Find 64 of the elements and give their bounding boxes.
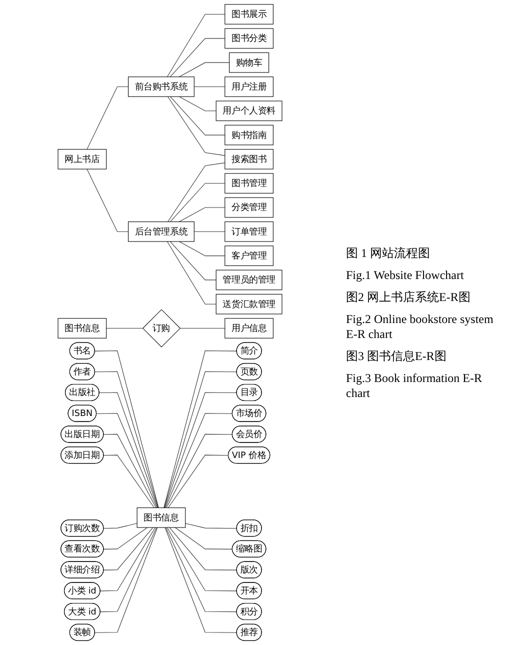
node-box: 图书信息	[58, 318, 107, 338]
figure-caption: Fig.3 Book information E-R chart	[346, 370, 483, 400]
connector	[96, 413, 158, 508]
node-box: 前台购书系统	[128, 76, 194, 97]
node-box: 分类管理	[224, 197, 274, 218]
node-box: 搜索图书	[224, 149, 274, 170]
figure-caption: 图 1 网站流程图	[346, 244, 431, 262]
connector	[86, 168, 129, 232]
connector	[166, 434, 233, 508]
connector	[168, 96, 226, 156]
node-box: 订单管理	[224, 222, 274, 242]
connector	[166, 241, 216, 304]
connector	[166, 527, 238, 612]
connector	[103, 527, 148, 550]
node-box: 管理员的管理	[216, 270, 282, 290]
connector	[86, 86, 129, 150]
connector	[100, 527, 156, 592]
node-box: 送货汇款管理	[216, 294, 282, 314]
connector	[168, 162, 226, 222]
connector	[164, 527, 238, 633]
connector	[94, 527, 158, 633]
connector	[103, 454, 155, 508]
connector	[166, 14, 226, 78]
connector	[166, 527, 238, 592]
connector	[164, 392, 238, 508]
connector	[178, 62, 230, 78]
connector	[103, 434, 156, 508]
node-box: 图书分类	[224, 28, 274, 49]
node-box: 用户注册	[224, 76, 274, 97]
node-box: 用户个人资料	[216, 100, 282, 122]
figure-caption: Fig.2 Online bookstore system E-R chart	[346, 312, 494, 342]
connector	[103, 523, 138, 529]
node-box: 购物车	[229, 52, 270, 73]
connector	[170, 183, 226, 222]
connector	[103, 527, 154, 570]
connector	[178, 241, 226, 256]
connector	[194, 86, 226, 87]
figure-caption: 图3 图书信息E-R图	[346, 348, 448, 364]
connector	[165, 413, 233, 508]
connector	[185, 523, 238, 529]
node-box: 网上书店	[58, 149, 107, 170]
connector	[178, 207, 226, 222]
connector	[169, 527, 238, 570]
connector	[180, 328, 226, 329]
node-box: 客户管理	[224, 246, 274, 266]
connector	[170, 38, 226, 78]
figure-caption: 图2 网上书店系统E-R图	[346, 288, 472, 306]
connector	[174, 527, 233, 550]
connector	[170, 241, 216, 280]
connector	[194, 231, 226, 232]
node-box: 图书管理	[224, 173, 274, 194]
connector	[100, 527, 157, 612]
node-diamond: 订购	[142, 309, 181, 348]
connector	[106, 328, 143, 329]
node-box: 图书信息	[136, 508, 186, 528]
node-box: 图书展示	[224, 4, 274, 24]
connector	[168, 454, 229, 508]
node-box: 用户信息	[224, 318, 274, 338]
connector	[170, 96, 226, 136]
connector	[99, 392, 158, 508]
node-box: 后台管理系统	[128, 222, 194, 242]
figure-caption: Fig.1 Website Flowchart	[346, 268, 465, 282]
node-box: 购书指南	[224, 124, 274, 146]
connector	[178, 96, 216, 112]
